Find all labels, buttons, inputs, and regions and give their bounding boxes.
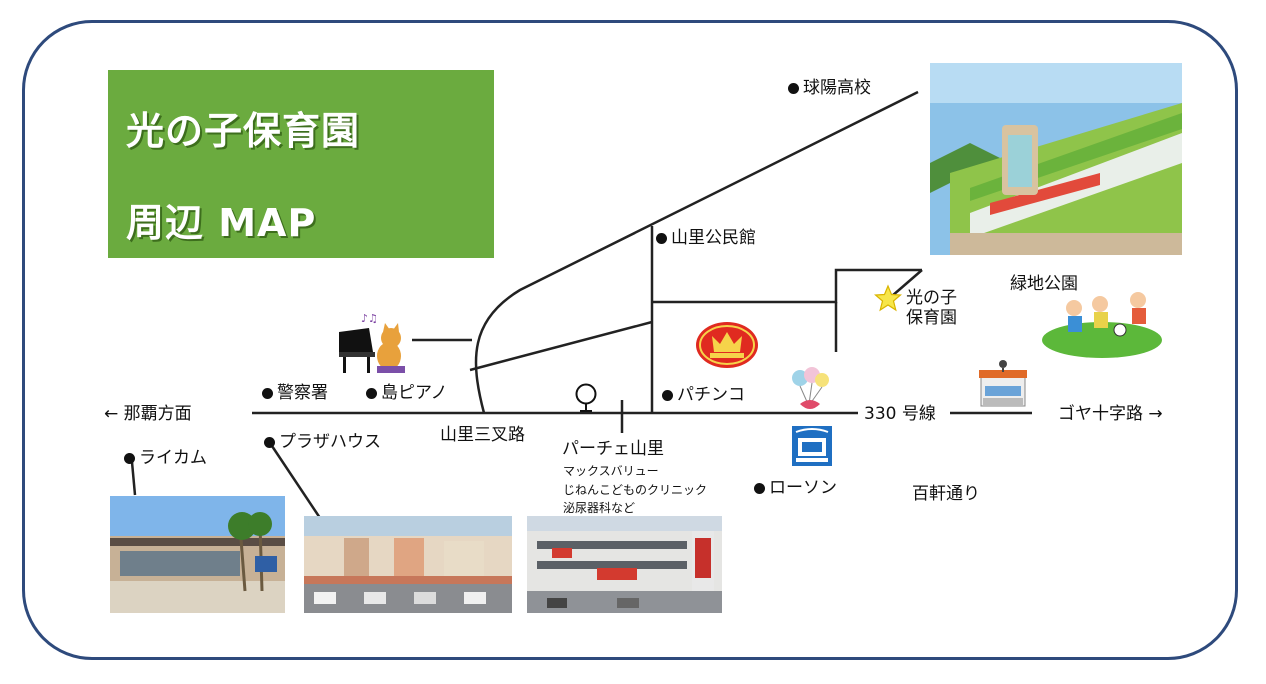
title-line1: 光の子保育園 <box>126 109 361 153</box>
label-route330: 330 号線 <box>864 404 936 424</box>
road-middle <box>469 320 653 372</box>
plaza-house-photo <box>304 516 512 613</box>
pointer-plaza <box>270 445 322 519</box>
pachinko-crown-icon <box>694 320 760 374</box>
label-plaza: プラザハウス <box>264 432 381 452</box>
map-frame <box>22 20 1238 660</box>
karaoke-icon <box>975 358 1031 414</box>
label-keisatsu: 警察署 <box>262 383 328 403</box>
star-icon <box>873 284 903 316</box>
nursery-photo <box>930 63 1182 255</box>
label-shima-piano: 島ピアノ <box>366 383 447 403</box>
label-parche-sub1: マックスバリュー <box>563 464 659 478</box>
road-to-kyuyo <box>474 90 919 414</box>
label-raikamu: ライカム <box>124 448 207 468</box>
label-kominkan: 山里公民館 <box>656 228 756 248</box>
label-parche-sub3: 泌尿器科など <box>563 501 636 515</box>
label-parche: パーチェ山里 <box>562 439 664 459</box>
title-box: 光の子保育園 周辺 MAP <box>108 70 494 258</box>
playing-children-icon <box>1040 282 1166 366</box>
label-parche-sub2: じねんこどものクリニック <box>563 483 708 497</box>
label-pachinko: パチンコ <box>662 385 745 405</box>
label-goya: ゴヤ十字路 → <box>1058 404 1163 424</box>
label-naha: ← 那覇方面 <box>104 404 192 424</box>
label-kyuyo: 球陽高校 <box>788 78 871 98</box>
raikamu-photo <box>110 496 285 613</box>
pointer-nursery <box>891 269 923 297</box>
label-hikarinoko: 光の子 保育園 <box>906 288 957 328</box>
lawson-icon <box>790 424 834 472</box>
parche-photo <box>527 516 722 613</box>
bus-stop-icon <box>573 383 601 417</box>
label-hyakken: 百軒通り <box>912 484 980 504</box>
piano-cat-icon: ♪♫ <box>335 312 413 378</box>
label-lawson: ローソン <box>754 478 837 498</box>
label-ryokuchi: 緑地公園 <box>1010 274 1078 294</box>
label-yamazato-sansaro: 山里三叉路 <box>440 425 525 445</box>
balloon-shop-icon <box>788 366 832 420</box>
svg-text:♪♫: ♪♫ <box>361 312 378 325</box>
road-to-nursery <box>652 268 922 304</box>
title-line2: 周辺 MAP <box>126 201 317 245</box>
